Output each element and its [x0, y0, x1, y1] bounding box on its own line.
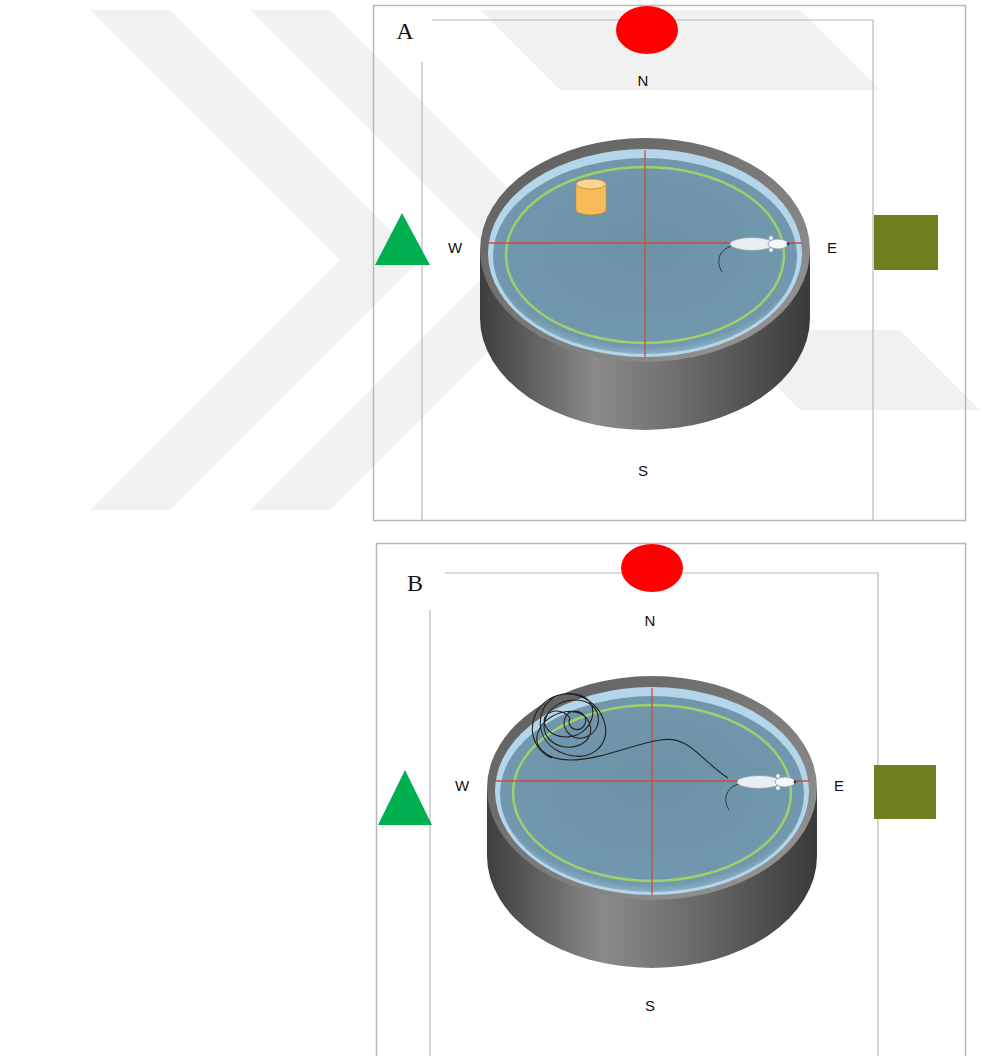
watermark: [90, 10, 980, 510]
compass-label: E: [834, 777, 844, 794]
compass-label: W: [448, 239, 462, 256]
north-cue: [616, 6, 678, 54]
panel-frame: [377, 544, 966, 1056]
compass-label: S: [645, 997, 655, 1014]
compass-label: N: [638, 72, 649, 89]
compass-label: W: [455, 777, 469, 794]
pool: [487, 676, 817, 968]
pool: [480, 138, 810, 430]
west-cue: [378, 770, 432, 825]
panel-letter: A: [396, 18, 413, 45]
compass-label: S: [638, 462, 648, 479]
compass-label: E: [827, 239, 837, 256]
panel-frame: [374, 6, 966, 521]
west-cue: [375, 213, 430, 265]
east-cue: [874, 215, 938, 270]
platform: [576, 179, 606, 215]
compass-label: N: [645, 612, 656, 629]
north-cue: [621, 544, 683, 592]
east-cue: [874, 765, 936, 819]
swim-path: [532, 694, 728, 778]
panel-letter: B: [407, 570, 423, 597]
